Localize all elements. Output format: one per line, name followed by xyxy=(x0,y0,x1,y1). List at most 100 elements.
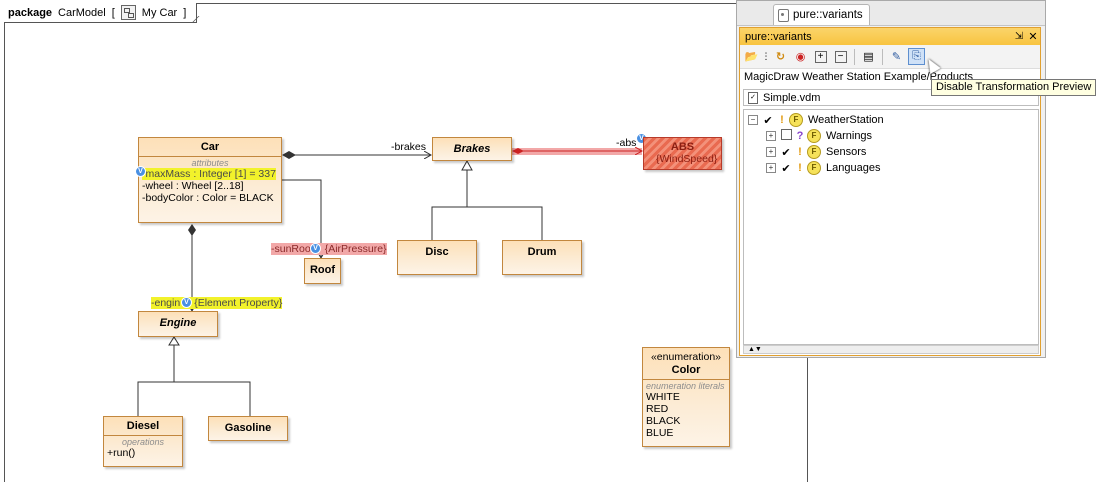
car-roof-association[interactable] xyxy=(280,179,321,258)
tree-item-label: Sensors xyxy=(826,146,867,158)
priority-icon: ! xyxy=(780,114,784,126)
expand-icon[interactable]: + xyxy=(766,147,776,157)
expand-all-icon[interactable]: + xyxy=(812,48,829,65)
feature-icon: F xyxy=(789,113,803,127)
check-mark-icon[interactable]: ✔ xyxy=(781,162,791,175)
constraint-windspeed: {WindSpeed} xyxy=(656,153,718,165)
class-name: Diesel xyxy=(126,420,160,432)
close-icon[interactable]: ✕ xyxy=(1028,31,1038,43)
class-roof[interactable]: Roof xyxy=(304,258,341,284)
literal-white[interactable]: WHITE xyxy=(646,391,680,403)
engine-generalization[interactable] xyxy=(137,381,251,416)
collapse-all-icon[interactable]: − xyxy=(832,48,849,65)
priority-icon: ! xyxy=(798,162,802,174)
variation-point-badge: V xyxy=(135,166,146,177)
frame-name: CarModel xyxy=(58,6,106,19)
model-path: MagicDraw Weather Station Example/Produc… xyxy=(744,71,974,83)
view-toolbar: 📂 ⋮ ↻ ◉ + − ▤ ✎ ⎘ xyxy=(740,45,1040,69)
variation-point-badge: V xyxy=(310,243,321,254)
tooltip: Disable Transformation Preview xyxy=(931,79,1097,96)
brakes-generalization[interactable] xyxy=(431,206,543,240)
view-header: pure::variants ⇲ ✕ xyxy=(740,28,1040,45)
tree-item-warnings[interactable]: + ? F Warnings xyxy=(766,128,872,144)
feature-tree: − ✔ ! F WeatherStation + ? F Warnings + … xyxy=(743,109,1039,345)
stereotype-label: «enumeration» xyxy=(650,351,722,363)
compartment-label: operations xyxy=(121,437,165,447)
literal-red[interactable]: RED xyxy=(646,403,669,415)
enumeration-color[interactable]: «enumeration» Color enumeration literals… xyxy=(642,347,730,447)
table-icon[interactable]: ▤ xyxy=(863,51,874,63)
class-drum[interactable]: Drum xyxy=(502,240,582,275)
open-folder-icon[interactable]: 📂 xyxy=(744,51,759,63)
tree-scroll-arrows[interactable]: ▲▼ xyxy=(743,345,1039,354)
class-name: Gasoline xyxy=(224,422,272,434)
collapse-icon[interactable]: − xyxy=(748,115,758,125)
tree-item-label: Warnings xyxy=(826,130,873,142)
class-name: Brakes xyxy=(453,143,491,155)
class-name: ABS xyxy=(670,141,695,153)
frame-kind: package xyxy=(8,6,53,19)
frame-header: package CarModel[ My Car] xyxy=(4,3,198,23)
attribute-maxmass[interactable]: -maxMass : Integer [1] = 337 xyxy=(142,168,276,180)
refresh-icon[interactable]: ↻ xyxy=(775,51,786,63)
brakes-role-label: -brakes xyxy=(391,141,427,153)
check-mark-icon[interactable]: ✔ xyxy=(781,146,791,159)
class-name: Engine xyxy=(159,317,197,329)
class-name: Color xyxy=(671,364,701,376)
document-icon: ✓ xyxy=(748,91,758,104)
class-engine[interactable]: Engine xyxy=(138,311,218,337)
abs-role-label: -abs xyxy=(616,137,637,149)
class-car[interactable]: Car attributes -maxMass : Integer [1] = … xyxy=(138,137,282,223)
tree-item-weatherstation[interactable]: − ✔ ! F WeatherStation xyxy=(748,112,884,128)
edit-icon[interactable]: ✎ xyxy=(891,51,902,63)
attribute-wheel[interactable]: -wheel : Wheel [2..18] xyxy=(142,180,244,192)
class-name: Disc xyxy=(425,246,449,258)
class-diesel[interactable]: Diesel operations +run() xyxy=(103,416,183,467)
panel-tab-strip: pure::variants xyxy=(737,1,1045,26)
diagram-connectors xyxy=(137,0,806,416)
literal-black[interactable]: BLACK xyxy=(646,415,681,427)
attribute-bodycolor[interactable]: -bodyColor : Color = BLACK xyxy=(142,192,274,204)
feature-icon: F xyxy=(807,145,821,159)
literal-blue[interactable]: BLUE xyxy=(646,427,674,439)
compartment-label: enumeration literals xyxy=(646,381,725,391)
tree-item-sensors[interactable]: + ✔ ! F Sensors xyxy=(766,144,866,160)
toolbar-separator xyxy=(854,48,855,65)
class-disc[interactable]: Disc xyxy=(397,240,477,275)
class-abs[interactable]: ABS {WindSpeed} xyxy=(643,137,722,170)
expand-icon[interactable]: + xyxy=(766,131,776,141)
minimize-icon[interactable]: ⇲ xyxy=(1014,31,1024,42)
model-file-name: Simple.vdm xyxy=(763,91,821,104)
class-name: Roof xyxy=(309,264,336,276)
engine-role-label: -engin{Element Property} xyxy=(151,297,283,309)
class-name: Drum xyxy=(527,246,557,258)
tree-item-languages[interactable]: + ✔ ! F Languages xyxy=(766,160,880,176)
class-name: Car xyxy=(200,141,220,153)
tab-label: pure::variants xyxy=(793,9,863,21)
tree-item-label: WeatherStation xyxy=(808,114,884,126)
view-icon xyxy=(778,8,789,22)
operation-run[interactable]: +run() xyxy=(107,447,136,459)
toolbar-separator xyxy=(882,48,883,65)
view-title: pure::variants xyxy=(745,30,812,43)
check-mark-icon[interactable]: ✔ xyxy=(763,114,773,127)
compartment-label: attributes xyxy=(191,158,229,168)
class-brakes[interactable]: Brakes xyxy=(432,137,512,161)
class-diagram-icon xyxy=(120,5,136,20)
pure-variants-panel: pure::variants pure::variants ⇲ ✕ 📂 ⋮ ↻ … xyxy=(736,0,1046,358)
class-gasoline[interactable]: Gasoline xyxy=(208,416,288,441)
drag-handle-icon[interactable]: ⋮ xyxy=(761,51,771,61)
target-icon[interactable]: ◉ xyxy=(795,51,806,63)
sunroof-role-label: -sunRoo{AirPressure} xyxy=(271,243,387,255)
feature-icon: F xyxy=(807,129,821,143)
question-icon: ? xyxy=(796,130,804,142)
frame-diagram-name: My Car xyxy=(141,6,178,19)
variation-point-badge: V xyxy=(181,297,192,308)
tab-pure-variants[interactable]: pure::variants xyxy=(773,4,870,25)
pure-variants-view: pure::variants ⇲ ✕ 📂 ⋮ ↻ ◉ + − ▤ ✎ ⎘ Mag… xyxy=(739,27,1041,356)
transformation-preview-icon[interactable]: ⎘ xyxy=(908,48,925,65)
feature-icon: F xyxy=(807,161,821,175)
checkbox-icon[interactable] xyxy=(780,129,792,143)
expand-icon[interactable]: + xyxy=(766,163,776,173)
priority-icon: ! xyxy=(798,146,802,158)
